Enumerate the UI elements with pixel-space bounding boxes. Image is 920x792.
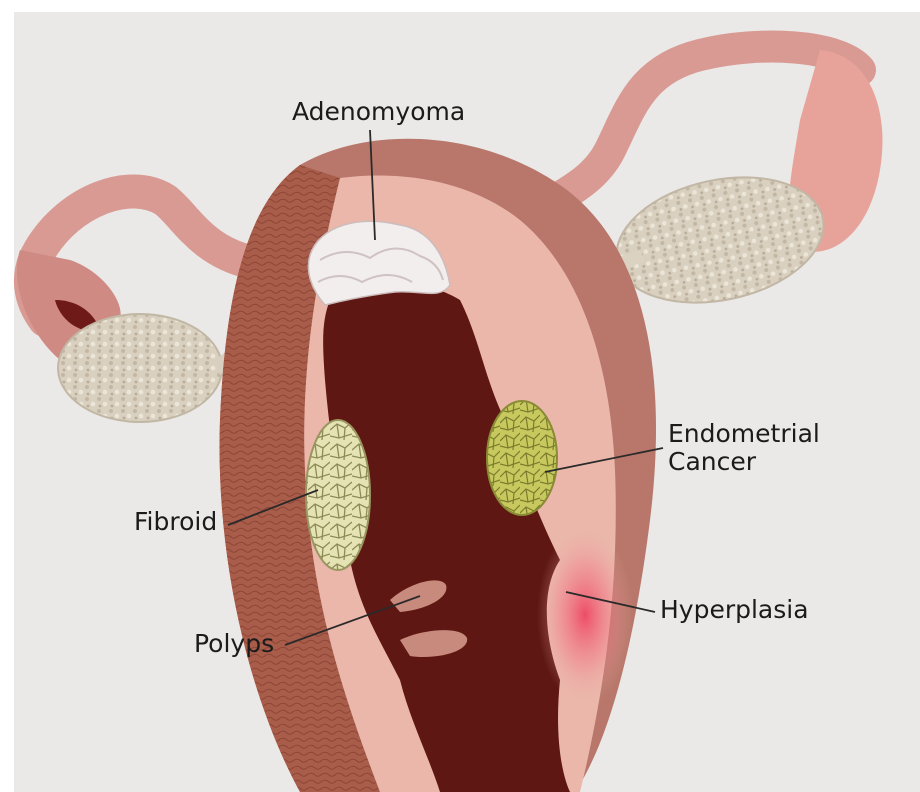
label-endometrial-cancer-line1: Endometrial [668,420,820,448]
left-ovary [58,314,222,422]
fibroid-mass [306,420,370,570]
endometrial-cancer-mass [487,401,557,515]
label-fibroid: Fibroid [134,508,217,536]
label-polyps: Polyps [194,630,274,658]
hyperplasia-area [537,525,633,705]
label-endometrial-cancer: Endometrial Cancer [668,420,820,476]
label-endometrial-cancer-line2: Cancer [668,448,820,476]
label-hyperplasia: Hyperplasia [660,596,809,624]
label-adenomyoma: Adenomyoma [292,98,465,126]
